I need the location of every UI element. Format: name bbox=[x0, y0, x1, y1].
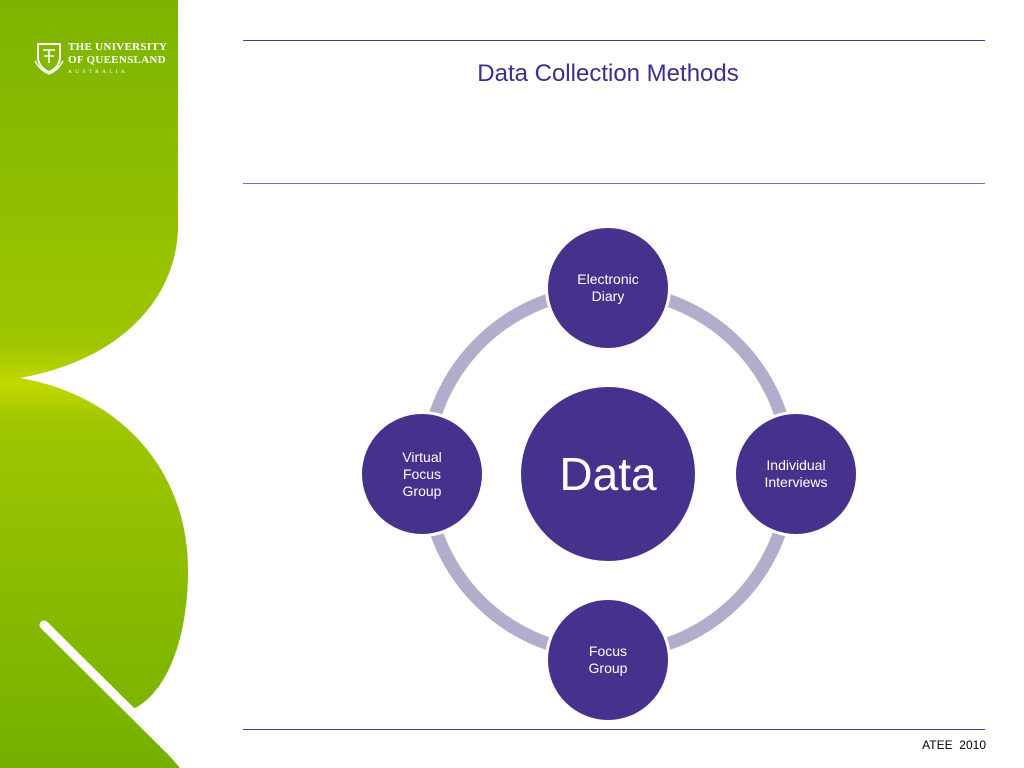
top-rule bbox=[243, 40, 985, 41]
green-side-art bbox=[0, 0, 188, 768]
crest-icon bbox=[34, 43, 64, 75]
university-logo: THE UNIVERSITY OF QUEENSLAND AUSTRALIA bbox=[34, 41, 174, 81]
node-virtual-focus-group-label: Virtual Focus Group bbox=[402, 448, 442, 499]
bottom-rule bbox=[243, 729, 985, 730]
node-individual-interviews: Individual Interviews bbox=[733, 411, 859, 537]
logo-country: AUSTRALIA bbox=[68, 69, 128, 75]
node-electronic-diary: Electronic Diary bbox=[545, 225, 671, 351]
title-underline-rule bbox=[243, 183, 985, 184]
node-electronic-diary-label: Electronic Diary bbox=[577, 271, 639, 304]
node-center-label: Data bbox=[559, 448, 657, 500]
cycle-diagram: Electronic Diary Individual Interviews F… bbox=[340, 210, 880, 730]
slide-title: Data Collection Methods bbox=[477, 60, 739, 87]
node-center-data: Data bbox=[518, 384, 698, 564]
node-virtual-focus-group: Virtual Focus Group bbox=[359, 411, 485, 537]
node-focus-group: Focus Group bbox=[545, 597, 671, 723]
node-focus-group-label: Focus Group bbox=[588, 643, 628, 676]
node-individual-interviews-label: Individual Interviews bbox=[764, 457, 828, 490]
footer-text: ATEE 2010 bbox=[922, 738, 986, 752]
logo-university-line1: THE UNIVERSITY bbox=[68, 41, 168, 53]
logo-university-line2: OF QUEENSLAND bbox=[68, 54, 166, 66]
